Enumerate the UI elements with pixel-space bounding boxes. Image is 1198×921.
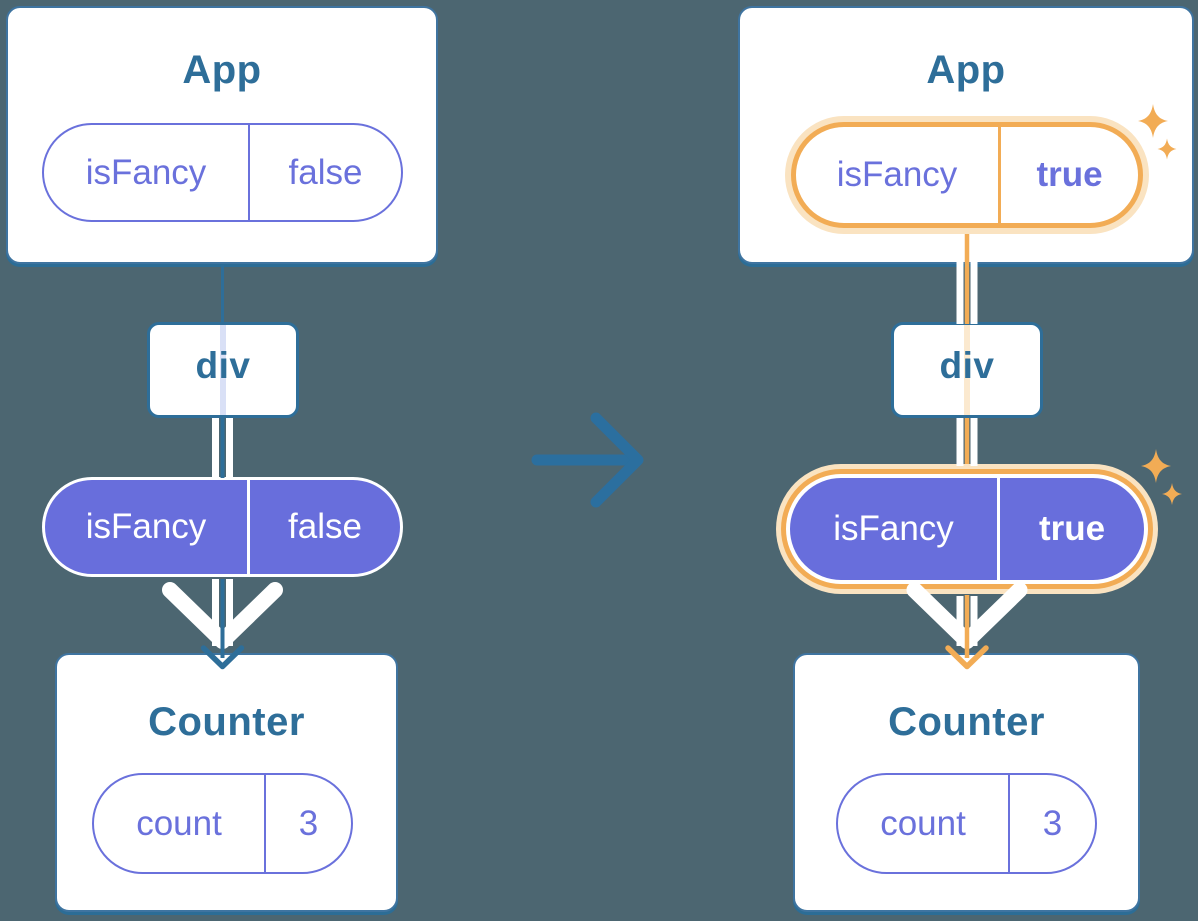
state-name-label: count (94, 775, 266, 872)
left-state-pill: count 3 (92, 773, 353, 874)
left-passed-prop-pill: isFancy false (42, 477, 403, 577)
right-counter-title: Counter (888, 700, 1045, 744)
right-passed-prop-pill-highlighted: isFancy true (786, 474, 1148, 584)
left-div-title: div (195, 345, 251, 386)
sparkle-icons-passed-pill (1141, 449, 1182, 505)
left-app-title: App (182, 48, 262, 92)
prop-name-label: isFancy (45, 480, 250, 574)
left-app-prop-pill: isFancy false (42, 123, 403, 222)
right-app-title: App (926, 48, 1006, 92)
left-counter-title: Counter (148, 700, 305, 744)
transition-arrow-icon (531, 412, 644, 508)
state-name-label: count (838, 775, 1010, 872)
prop-name-label: isFancy (44, 125, 250, 220)
left-big-arrow-chevron (162, 582, 283, 649)
prop-name-label: isFancy (790, 478, 1000, 580)
right-div-title: div (939, 345, 995, 386)
right-app-prop-pill-highlighted: isFancy true (791, 122, 1143, 228)
left-div-passthrough-line (219, 325, 226, 415)
right-div-passthrough-line (964, 325, 970, 415)
sparkle-icon (1141, 449, 1171, 483)
sparkle-icon (1162, 483, 1182, 505)
state-value-label: 3 (1042, 803, 1063, 843)
state-value-label: 3 (298, 803, 319, 843)
prop-value-label: true (1036, 155, 1103, 194)
prop-name-label: isFancy (796, 127, 1001, 223)
prop-value-label: true (1038, 509, 1106, 548)
prop-value-label: false (288, 507, 362, 546)
right-prop-flow-lines (906, 234, 1028, 670)
prop-value-label: false (288, 152, 363, 192)
right-state-pill: count 3 (836, 773, 1097, 874)
right-big-arrow-chevron (906, 582, 1028, 649)
